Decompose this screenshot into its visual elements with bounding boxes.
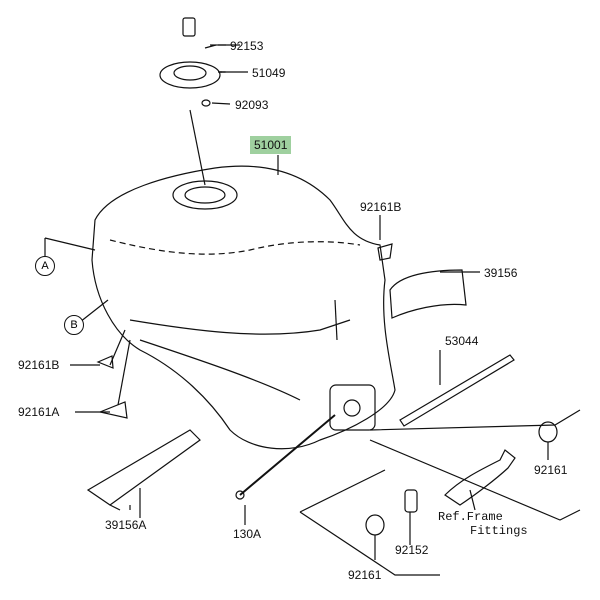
part-label-51001[interactable]: 51001 bbox=[250, 136, 292, 154]
ref-frame-label: Ref.Frame bbox=[438, 510, 503, 524]
collar-92152 bbox=[404, 489, 418, 513]
part-label-53044[interactable]: 53044 bbox=[445, 334, 479, 348]
part-label-130A[interactable]: 130A bbox=[233, 527, 262, 541]
part-label-92153[interactable]: 92153 bbox=[230, 39, 264, 53]
part-label-51049[interactable]: 51049 bbox=[252, 66, 286, 80]
bracket bbox=[329, 384, 376, 431]
decal-39156 bbox=[389, 269, 467, 319]
strip-39156A bbox=[86, 429, 201, 506]
part-label-39156[interactable]: 39156 bbox=[484, 266, 518, 280]
part-label-92093[interactable]: 92093 bbox=[235, 98, 269, 112]
ref-fittings-label: Fittings bbox=[470, 524, 528, 538]
part-label-39156A[interactable]: 39156A bbox=[105, 518, 147, 532]
filler-cap bbox=[159, 61, 221, 89]
callout-a[interactable]: A bbox=[35, 256, 55, 276]
part-label-92161-right[interactable]: 92161 bbox=[534, 463, 568, 477]
cap-bolt bbox=[182, 17, 196, 37]
grommet-bottom bbox=[365, 514, 385, 536]
strip-53044 bbox=[399, 354, 515, 427]
fuel-tank bbox=[91, 165, 396, 450]
callout-b[interactable]: B bbox=[64, 315, 84, 335]
part-label-92152[interactable]: 92152 bbox=[395, 543, 429, 557]
frame-fitting bbox=[444, 449, 516, 506]
part-label-92161A[interactable]: 92161A bbox=[18, 405, 60, 419]
part-label-92161B-left[interactable]: 92161B bbox=[18, 358, 60, 372]
part-label-92161B-right[interactable]: 92161B bbox=[360, 200, 402, 214]
part-label-92161-bottom[interactable]: 92161 bbox=[348, 568, 382, 582]
